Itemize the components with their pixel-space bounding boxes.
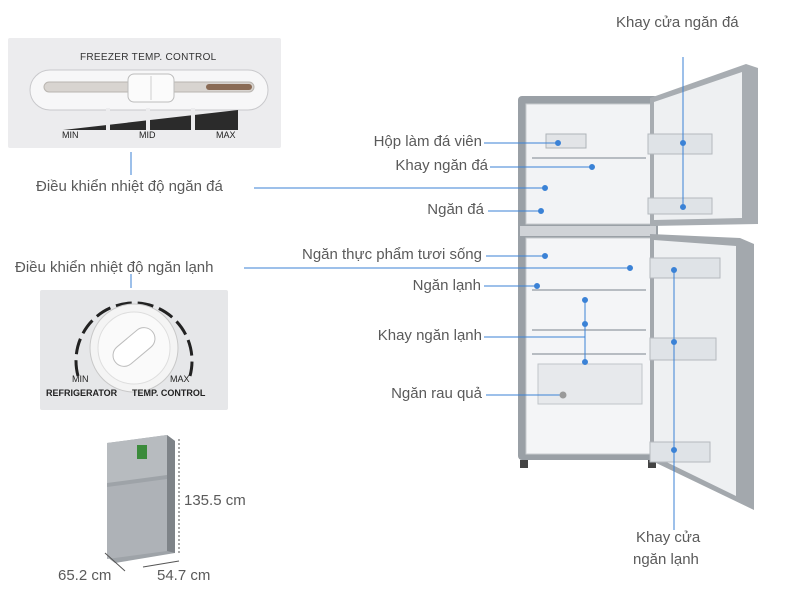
fridge-min-label: MIN — [72, 374, 89, 384]
label-fridge-door-tray-line1: Khay cửa — [636, 529, 701, 546]
label-fridge-door-tray-line2: ngăn lạnh — [633, 551, 699, 568]
dimension-width: 54.7 cm — [157, 567, 211, 584]
freezer-control-title: FREEZER TEMP. CONTROL — [80, 52, 217, 63]
freezer-control-panel: FREEZER TEMP. CONTROL MIN MID MAX — [8, 38, 281, 148]
label-fridge-control: Điều khiển nhiệt độ ngăn lạnh — [15, 259, 214, 276]
freezer-mid-label: MID — [139, 130, 156, 140]
freezer-max-label: MAX — [216, 130, 236, 140]
fridge-temp-control-label: TEMP. CONTROL — [132, 388, 206, 398]
fridge-refrigerator-label: REFRIGERATOR — [46, 388, 118, 398]
small-fridge-dimensions — [104, 435, 180, 572]
fridge-control-panel: MIN MAX REFRIGERATOR TEMP. CONTROL — [40, 290, 228, 410]
label-freezer-door-tray: Khay cửa ngăn đá — [616, 14, 739, 31]
dimension-height: 135.5 cm — [184, 492, 246, 509]
dimension-depth: 65.2 cm — [58, 567, 112, 584]
label-fresh-food: Ngăn thực phẩm tươi sống — [301, 246, 482, 263]
label-fridge-tray: Khay ngăn lạnh — [377, 327, 482, 344]
freezer-slider-graphic — [29, 69, 269, 132]
label-ice-maker: Hộp làm đá viên — [373, 133, 482, 150]
label-fridge-compartment: Ngăn lạnh — [412, 277, 481, 294]
label-freezer-compartment: Ngăn đá — [427, 201, 484, 218]
fridge-max-label: MAX — [170, 374, 190, 384]
label-freezer-tray: Khay ngăn đá — [395, 157, 488, 174]
freezer-scale-wedge — [63, 110, 238, 130]
fridge-dial-graphic — [74, 301, 194, 393]
label-freezer-control: Điều khiển nhiệt độ ngăn đá — [36, 178, 223, 195]
freezer-min-label: MIN — [62, 130, 79, 140]
main-fridge-illustration — [518, 64, 758, 510]
label-vegetable-drawer: Ngăn rau quả — [391, 385, 482, 402]
